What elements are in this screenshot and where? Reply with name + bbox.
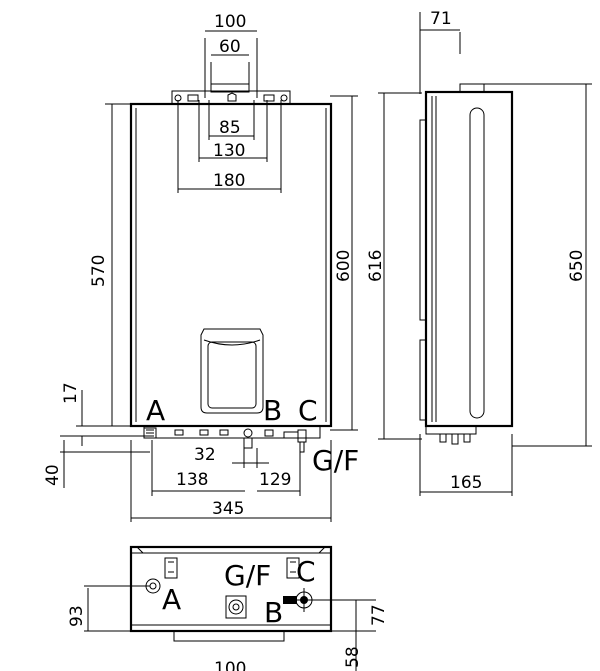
svg-text:570: 570 [89, 255, 109, 287]
side-body [424, 90, 514, 428]
dim-40: 40 [43, 435, 150, 488]
display-window [200, 328, 264, 414]
bottom-label-gf: G/F [224, 559, 271, 592]
svg-text:650: 650 [567, 250, 587, 282]
bottom-body [129, 545, 333, 633]
dim-165: 165 [450, 473, 482, 493]
bottom-view: A G/F C B 93 77 58 100 [67, 545, 389, 671]
front-view: A B C G/F [129, 83, 359, 477]
svg-text:58: 58 [343, 646, 363, 668]
svg-text:40: 40 [43, 464, 63, 486]
dim-570: 570 [89, 103, 131, 427]
dim-130: 130 [213, 141, 245, 161]
dim-60: 60 [219, 37, 241, 57]
dim-bracket: 85 130 180 [177, 100, 282, 193]
dim-100-bottom: 100 [214, 659, 246, 671]
dim-bottom: 32 138 129 345 [130, 440, 332, 522]
dim-100: 100 [214, 12, 246, 32]
dim-top: 100 60 [204, 12, 258, 98]
bottom-label-c: C [296, 555, 316, 588]
label-a: A [146, 394, 165, 427]
bottom-label-b: B [264, 596, 283, 629]
dim-32: 32 [194, 445, 216, 465]
label-c: C [298, 394, 318, 427]
dim-138: 138 [176, 470, 208, 490]
label-b: B [263, 394, 282, 427]
svg-text:93: 93 [67, 605, 87, 627]
dim-600: 600 [330, 95, 358, 431]
svg-text:616: 616 [366, 250, 386, 282]
dim-85: 85 [219, 118, 241, 138]
svg-text:77: 77 [369, 604, 389, 626]
label-gf: G/F [312, 444, 359, 477]
svg-text:17: 17 [61, 382, 81, 404]
dim-129: 129 [259, 470, 291, 490]
side-view: 71 650 165 [419, 9, 592, 496]
dim-71: 71 [430, 9, 452, 29]
bottom-label-a: A [162, 583, 181, 616]
dim-616: 616 [366, 92, 422, 440]
svg-text:600: 600 [334, 250, 354, 282]
dim-180: 180 [213, 171, 245, 191]
dim-345: 345 [212, 499, 244, 519]
